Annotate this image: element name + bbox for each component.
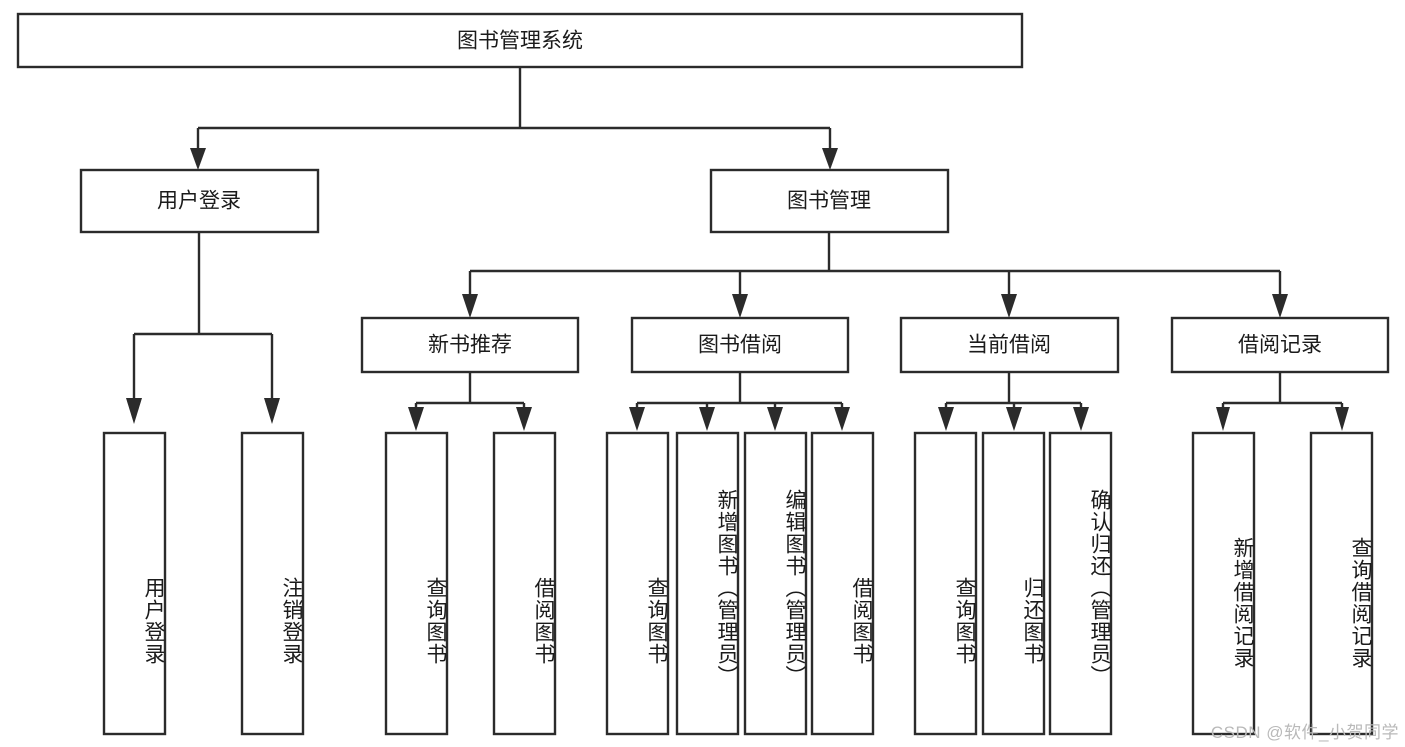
connector-currentborrow-to-leaves	[938, 372, 1089, 431]
node-leaf-query-book-1[interactable]	[384, 431, 449, 736]
connector-bookborrow-to-leaves	[629, 372, 850, 431]
node-leaf-user-logout[interactable]	[240, 431, 305, 736]
node-book-manage-label: 图书管理	[787, 190, 871, 213]
node-book-borrow-label: 图书借阅	[698, 334, 782, 357]
node-leaf-return-book[interactable]	[981, 431, 1046, 736]
connector-root-to-level2	[190, 67, 838, 170]
connector-borrowrecord-to-leaves	[1216, 372, 1349, 431]
node-user-login-label: 用户登录	[157, 190, 241, 213]
node-new-book-rec-label: 新书推荐	[428, 334, 512, 357]
node-leaf-confirm-return[interactable]	[1048, 431, 1113, 736]
node-borrow-record[interactable]: 借阅记录	[1170, 316, 1390, 374]
node-user-login[interactable]: 用户登录	[79, 168, 320, 234]
node-leaf-edit-book[interactable]	[743, 431, 808, 736]
watermark-text: CSDN @软件_小贺同学	[1210, 723, 1399, 742]
node-leaf-query-record[interactable]	[1309, 431, 1374, 736]
node-leaf-borrow-book-2[interactable]	[810, 431, 875, 736]
node-root-label: 图书管理系统	[457, 30, 583, 53]
node-root[interactable]: 图书管理系统	[16, 12, 1024, 69]
node-leaf-user-login[interactable]	[102, 431, 167, 736]
node-leaf-borrow-book-1[interactable]	[492, 431, 557, 736]
node-borrow-record-label: 借阅记录	[1238, 334, 1322, 357]
node-leaf-query-book-2[interactable]	[605, 431, 670, 736]
connector-bookmanage-to-level3	[462, 232, 1288, 318]
node-new-book-rec[interactable]: 新书推荐	[360, 316, 580, 374]
node-leaf-query-book-3[interactable]	[913, 431, 978, 736]
node-current-borrow[interactable]: 当前借阅	[899, 316, 1120, 374]
node-book-manage[interactable]: 图书管理	[709, 168, 950, 234]
node-current-borrow-label: 当前借阅	[967, 334, 1051, 357]
node-leaf-add-book[interactable]	[675, 431, 740, 736]
node-leaf-add-record[interactable]	[1191, 431, 1256, 736]
connector-newbook-to-leaves	[408, 372, 532, 431]
connector-userlogin-to-leaves	[126, 232, 280, 424]
node-book-borrow[interactable]: 图书借阅	[630, 316, 850, 374]
